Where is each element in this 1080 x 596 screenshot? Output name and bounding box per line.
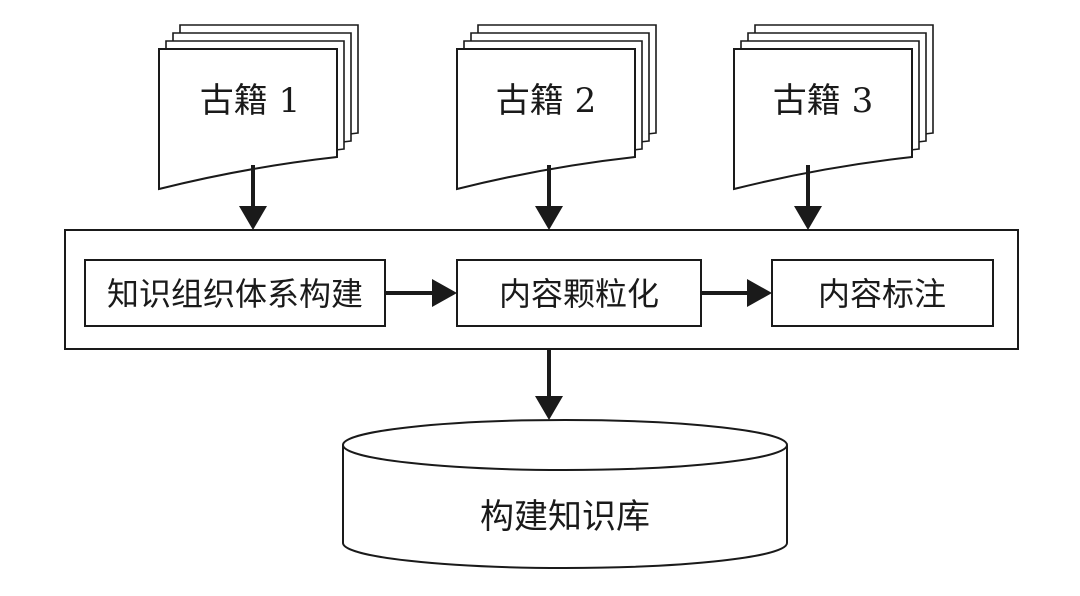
knowledge-base-label: 构建知识库: [480, 497, 650, 537]
process-step-label-1: 知识组织体系构建: [107, 275, 363, 313]
document-stack-2: 古籍 2: [456, 24, 657, 191]
document-label-3: 古籍 3: [773, 81, 873, 121]
process-step-1: 知识组织体系构建: [84, 259, 386, 327]
arrow-step-2-to-step-3: [701, 279, 772, 307]
process-step-2: 内容颗粒化: [456, 259, 702, 327]
arrow-process-to-database: [535, 349, 563, 420]
process-step-3: 内容标注: [771, 259, 994, 327]
arrow-step-1-to-step-2: [385, 279, 457, 307]
process-step-label-3: 内容标注: [818, 275, 946, 313]
arrow-document-1-to-process: [239, 165, 267, 230]
document-stack-3: 古籍 3: [733, 24, 934, 191]
arrow-document-3-to-process: [794, 165, 822, 230]
process-step-label-2: 内容颗粒化: [499, 275, 659, 313]
document-stack-1: 古籍 1: [158, 24, 359, 191]
document-label-1: 古籍 1: [200, 81, 300, 121]
document-label-2: 古籍 2: [496, 81, 596, 121]
arrow-document-2-to-process: [535, 165, 563, 230]
knowledge-base-database: 构建知识库: [342, 419, 788, 569]
